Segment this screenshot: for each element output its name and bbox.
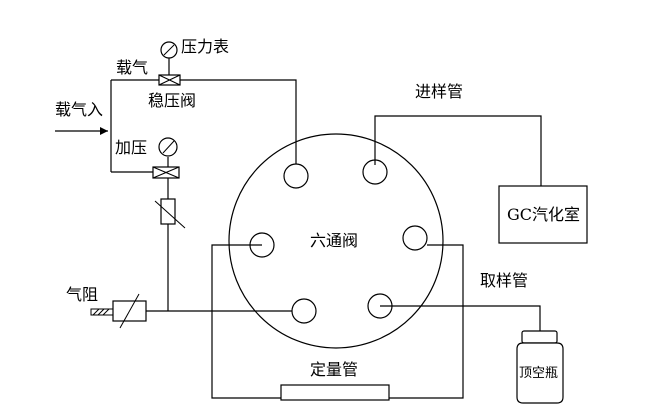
valve-port-4: [402, 225, 428, 251]
regulator-valve: [158, 74, 181, 86]
valve-port-5: [291, 298, 317, 324]
valve-port-1: [283, 163, 309, 189]
label-six-way-valve: 六通阀: [310, 231, 358, 250]
label-gas-resistor: 气阻: [66, 285, 98, 304]
gc-vaporizer-box: [498, 185, 588, 244]
sampling-tube-line: [380, 305, 541, 331]
label-carrier-gas: 载气: [116, 58, 148, 77]
quant-loop-left: [211, 244, 281, 399]
headspace-vial: [516, 330, 564, 404]
label-quant-loop: 定量管: [310, 360, 358, 379]
quant-loop-right: [389, 244, 464, 399]
label-injection-tube: 进样管: [415, 82, 463, 101]
label-pressurize: 加压: [115, 138, 147, 157]
gas-resistor-block: [90, 293, 147, 329]
pressurize-gauge-icon: [158, 137, 178, 157]
label-headspace-vial: 顶空瓶: [519, 366, 558, 381]
label-sampling-tube: 取样管: [480, 271, 528, 290]
six-way-valve-body: [228, 133, 444, 349]
label-pressure-gauge: 压力表: [181, 37, 229, 56]
carrier-inlet-arrowhead: [100, 127, 108, 135]
carrier-to-valve-line: [180, 79, 297, 168]
quant-loop-tube: [280, 384, 390, 401]
label-regulator-valve: 稳压阀: [148, 91, 196, 110]
pressurize-valve: [152, 166, 180, 179]
pressure-gauge-icon: [160, 41, 178, 59]
injection-tube-line: [374, 115, 542, 186]
label-carrier-in: 载气入: [55, 100, 103, 119]
flow-resistor: [154, 198, 186, 229]
label-gc-vaporizer: GC汽化室: [507, 205, 580, 224]
